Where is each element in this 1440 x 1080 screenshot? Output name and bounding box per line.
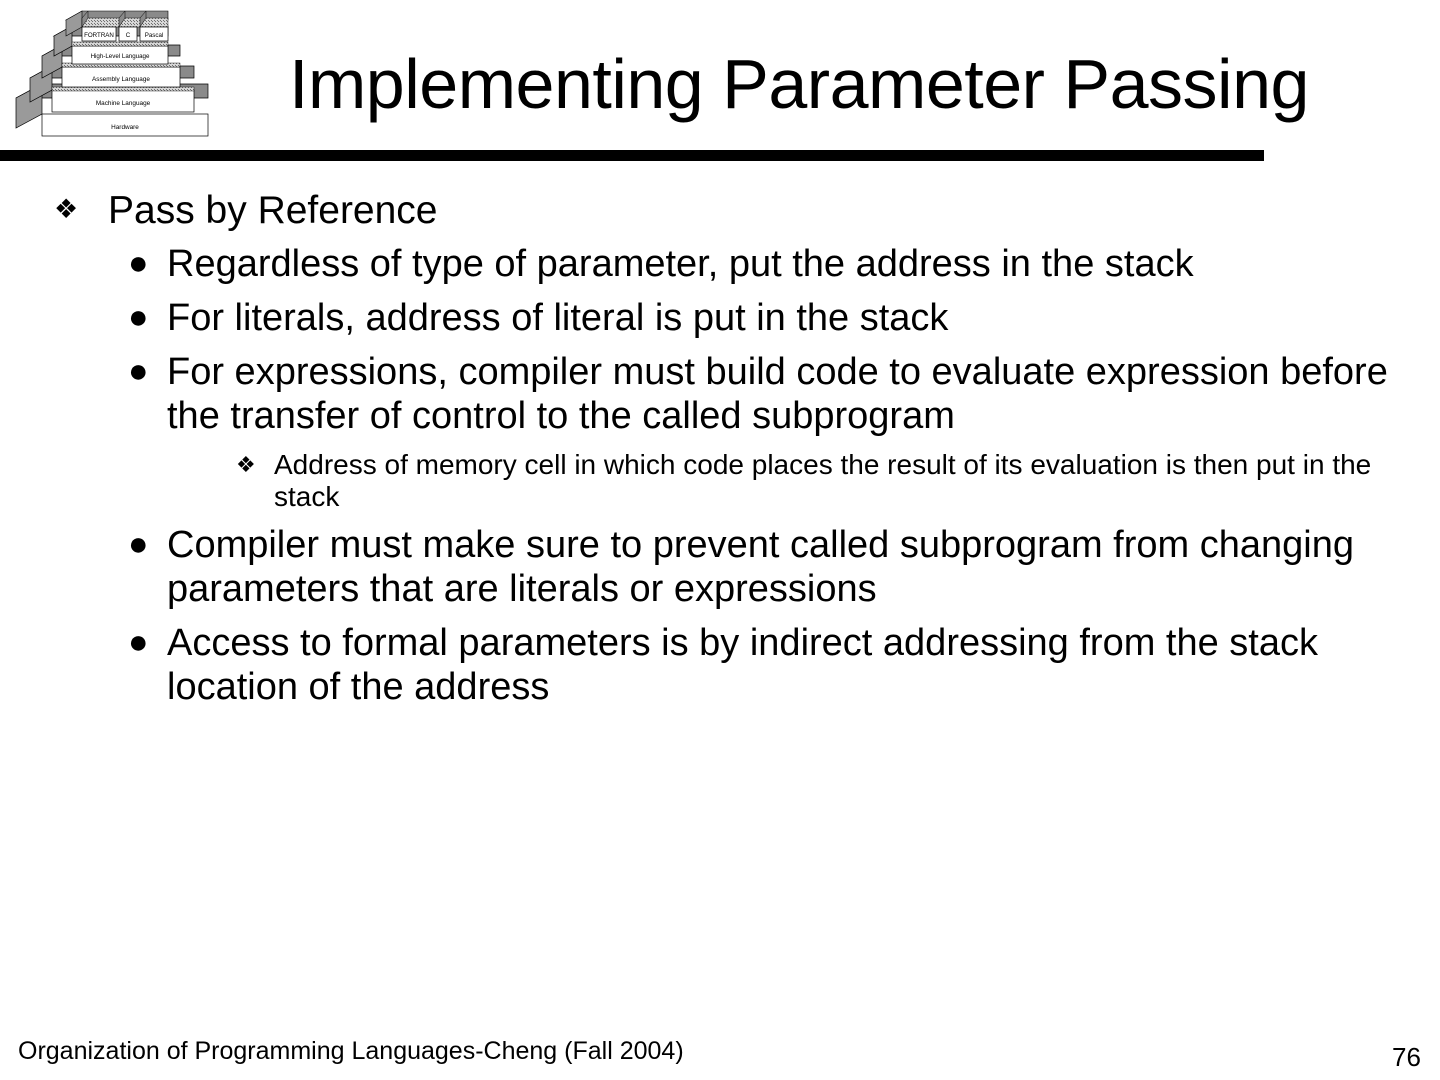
svg-text:Hardware: Hardware — [111, 124, 139, 131]
diamond-bullet-icon: ❖ — [236, 451, 256, 477]
bullet-text: For literals, address of literal is put … — [167, 297, 949, 340]
bullet-item-level2: ● Access to formal parameters is by indi… — [40, 622, 1412, 710]
slide-title: Implementing Parameter Passing — [218, 30, 1380, 140]
round-bullet-icon: ● — [128, 351, 149, 390]
diamond-bullet-icon: ❖ — [54, 194, 79, 224]
bullet-text: Access to formal parameters is by indire… — [167, 621, 1319, 708]
bullet-item-level2: ● For expressions, compiler must build c… — [40, 351, 1412, 439]
svg-text:Machine Language: Machine Language — [96, 100, 151, 107]
svg-text:Pascal: Pascal — [145, 32, 164, 39]
bullet-item-level3: ❖ Address of memory cell in which code p… — [40, 449, 1412, 515]
title-divider-rule — [0, 150, 1264, 161]
page-number: 76 — [1392, 1042, 1421, 1072]
bullet-list: ❖ Pass by Reference ● Regardless of type… — [40, 188, 1412, 710]
bullet-item-level2: ● Compiler must make sure to prevent cal… — [40, 524, 1412, 612]
language-layers-pyramid-icon: Hardware Machine Language Assembly Langu… — [8, 6, 213, 142]
bullet-text: Address of memory cell in which code pla… — [274, 448, 1372, 513]
bullet-text: Pass by Reference — [108, 189, 438, 232]
round-bullet-icon: ● — [128, 244, 149, 283]
round-bullet-icon: ● — [128, 298, 149, 337]
round-bullet-icon: ● — [128, 525, 149, 564]
bullet-text: For expressions, compiler must build cod… — [167, 350, 1388, 437]
bullet-item-level1: ❖ Pass by Reference — [40, 188, 1412, 233]
slide-title-text: Implementing Parameter Passing — [289, 45, 1309, 124]
bullet-text: Compiler must make sure to prevent calle… — [167, 524, 1354, 611]
round-bullet-icon: ● — [128, 622, 149, 661]
svg-text:FORTRAN: FORTRAN — [84, 32, 114, 39]
svg-text:C: C — [126, 32, 131, 39]
svg-text:Assembly Language: Assembly Language — [92, 76, 150, 83]
svg-text:High-Level Language: High-Level Language — [91, 53, 150, 60]
bullet-item-level2: ● For literals, address of literal is pu… — [40, 297, 1412, 341]
footer-course-label: Organization of Programming Languages-Ch… — [18, 1037, 684, 1065]
bullet-item-level2: ● Regardless of type of parameter, put t… — [40, 243, 1412, 287]
bullet-text: Regardless of type of parameter, put the… — [167, 243, 1194, 286]
